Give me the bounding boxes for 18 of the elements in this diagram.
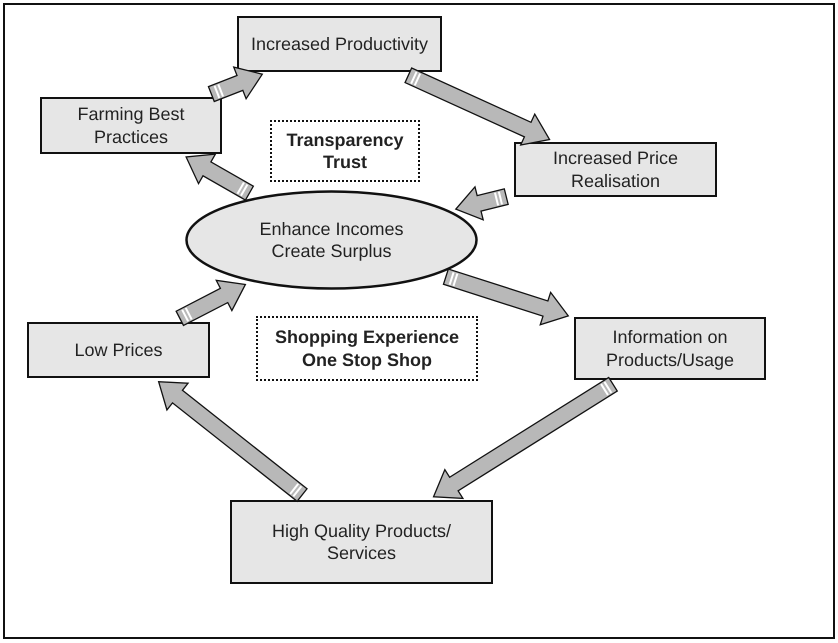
dotted-box — [256, 316, 478, 381]
process-box — [27, 322, 210, 378]
node-label: Increased Productivity — [250, 32, 430, 56]
process-box — [40, 97, 222, 154]
process-box — [574, 317, 766, 380]
process-box — [514, 142, 717, 197]
node-label: Enhance Incomes Create Surplus — [258, 218, 405, 262]
node-label: Shopping Experience One Stop Shop — [274, 326, 460, 371]
process-box — [237, 16, 442, 72]
dotted-box — [270, 120, 420, 182]
node-label: Farming Best Practices — [76, 103, 186, 148]
node-label: High Quality Products/ Services — [270, 520, 452, 564]
node-label: Information on Products/Usage — [604, 326, 736, 371]
node-label: Low Prices — [73, 338, 164, 362]
ellipse-node — [185, 190, 478, 290]
node-label: Transparency Trust — [285, 128, 405, 174]
node-label: Increased Price Realisation — [552, 147, 680, 192]
process-box — [230, 500, 493, 584]
